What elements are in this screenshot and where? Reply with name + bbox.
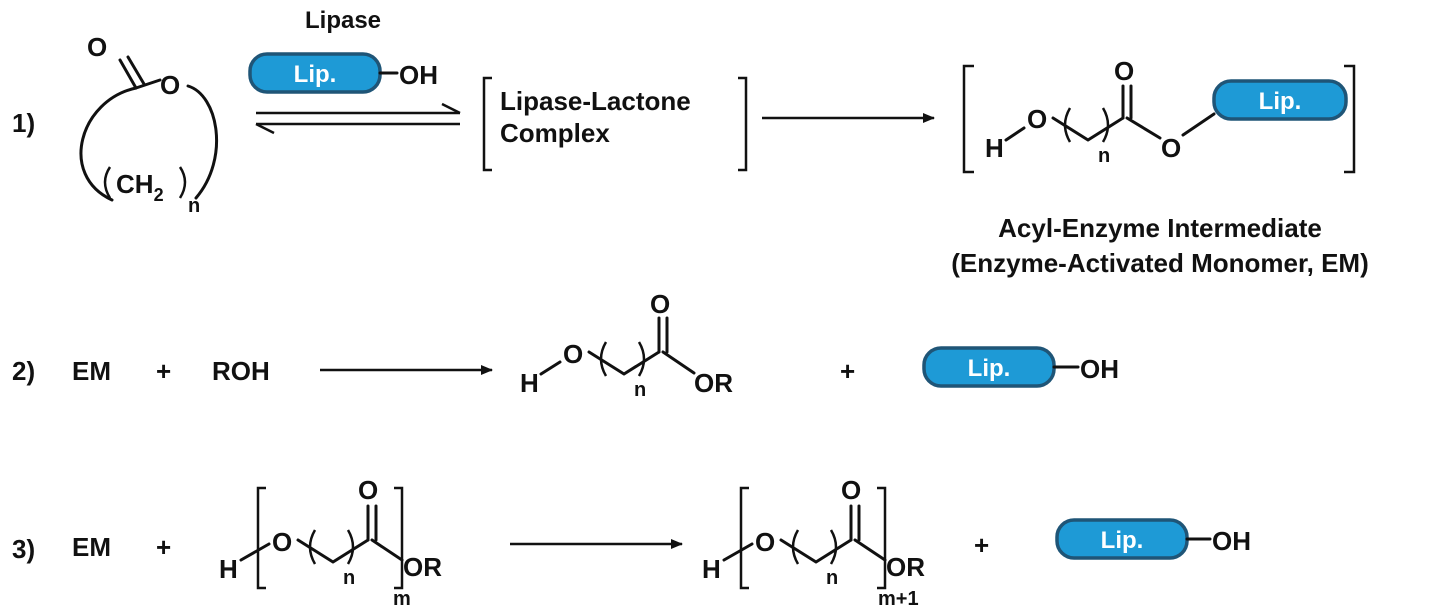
equilibrium-forward-barb [441,102,461,115]
lactone-ring-left-arc [79,86,138,202]
step-2-chain [587,350,661,376]
product-c-or-bond [853,538,887,562]
step-3-em: EM [72,532,111,562]
intermediate-chain [1051,116,1125,142]
intermediate-n-subscript: n [1098,145,1110,167]
step-3-plus-2: + [974,530,989,560]
product-repeat-right-bracket [877,486,887,590]
step-3-repeat-left-bracket [256,486,266,590]
step-3-repeat-right-bracket [394,486,404,590]
step-2-plus-1: + [156,356,171,386]
intermediate-right-bracket [1344,64,1356,174]
lipase-2-hydroxyl: OH [1080,354,1119,384]
step-2-hydrogen: H [520,368,539,398]
lipase-3-hydroxyl: OH [1212,526,1251,556]
complex-label-line2: Complex [500,118,610,148]
step-2: 2) EM + ROH H O n O OR + Lip. OH [12,289,1119,401]
intermediate-carbonyl-oxygen: O [1114,56,1134,86]
product-n-subscript: n [826,567,838,589]
lactone-n-subscript: n [188,195,200,217]
step-3: 3) EM + H O n O OR m H O [12,475,1251,610]
ch2-right-paren [178,166,187,199]
intermediate-h-o-bond [1004,126,1026,142]
lactone-c-o-bond [134,78,162,90]
step-3-hydrogen: H [219,554,238,584]
step-3-carbonyl-oxygen: O [358,475,378,505]
intermediate-chain-left-paren [1063,107,1072,143]
acyl-enzyme-structure: H O n O O Lip. [985,56,1348,167]
ch2-left-paren [103,166,112,199]
lipase-title: Lipase [305,7,381,34]
step-2-c-or-bond [661,350,696,375]
step-2-ether-oxygen: O [563,339,583,369]
lactone-carbonyl-oxygen: O [87,32,107,62]
step-2-h-o-bond [539,360,562,376]
lactone-ch2-group: CH2 [116,169,164,205]
product-or-group: OR [886,552,925,582]
step-3-label: 3) [12,534,35,564]
step-1: 1) O O CH2 n Lipase Lip. OH Li [12,7,1369,278]
lipase-pill-3-label: Lip. [1101,527,1144,554]
step-2-carbonyl-oxygen: O [650,289,670,319]
product-ether-oxygen: O [755,527,775,557]
intermediate-chain-right-paren [1101,107,1110,143]
lipase-pill-1-label: Lip. [294,61,337,88]
step-2-em: EM [72,356,111,386]
step-2-chain-right-paren [637,341,646,377]
step-3-h-o-bond [239,542,271,562]
step-1-label: 1) [12,108,35,138]
step-3-chain-left-paren [308,529,317,565]
intermediate-caption-line2: (Enzyme-Activated Monomer, EM) [951,248,1369,278]
equilibrium-reverse-barb [255,122,275,135]
lactone-carbonyl-bond-a [118,58,138,90]
step-2-roh: ROH [212,356,270,386]
step-3-c-or-bond [370,538,404,562]
lactone-ring: O O CH2 n [79,32,218,217]
step-3-plus-1: + [156,532,171,562]
product-m-plus-1-subscript: m+1 [878,588,919,610]
step-3-product: H O n O OR m+1 [702,475,925,610]
step-2-plus-2: + [840,356,855,386]
lipase-enzyme-3: Lip. OH [1055,518,1251,560]
step-2-n-subscript: n [634,379,646,401]
lactone-ring-right-arc [186,84,218,200]
lactone-carbonyl-bond-b [126,55,146,86]
lipase-pill-2-label: Lip. [968,355,1011,382]
lactone-ring-oxygen: O [160,70,180,100]
intermediate-o-enzyme-bond [1181,112,1216,137]
intermediate-lipase-pill [1212,79,1348,121]
product-chain-right-paren [829,529,838,565]
product-chain-left-paren [791,529,800,565]
step-2-or-group: OR [694,368,733,398]
product-chain [779,538,853,564]
step-3-chain-right-paren [346,529,355,565]
intermediate-caption-line1: Acyl-Enzyme Intermediate [998,213,1322,243]
step-3-chain [296,538,370,564]
product-carbonyl-oxygen: O [841,475,861,505]
intermediate-ether-oxygen: O [1027,104,1047,134]
step-2-hydroxy-ester: H O n O OR [520,289,733,401]
step-3-m-subscript: m [393,588,411,610]
step-2-chain-left-paren [599,341,608,377]
intermediate-ester-oxygen: O [1161,133,1181,163]
lipase-enzyme-2: Lip. OH [922,346,1119,388]
intermediate-c-o-bond [1125,116,1162,140]
complex-label-line1: Lipase-Lactone [500,86,691,116]
step-2-label: 2) [12,356,35,386]
lipase-1-hydroxyl: OH [399,60,438,90]
step-3-n-subscript: n [343,567,355,589]
product-repeat-left-bracket [739,486,749,590]
step-3-oligomer: H O n O OR m [219,475,442,610]
intermediate-hydrogen: H [985,133,1004,163]
step-3-ether-oxygen: O [272,527,292,557]
intermediate-lipase-pill-label: Lip. [1259,88,1302,115]
complex-right-bracket [738,76,748,172]
product-hydrogen: H [702,554,721,584]
product-h-o-bond [722,542,754,562]
intermediate-left-bracket [962,64,974,174]
lipase-enzyme-1: Lip. OH [248,52,438,94]
complex-left-bracket [482,76,492,172]
step-3-or-group: OR [403,552,442,582]
